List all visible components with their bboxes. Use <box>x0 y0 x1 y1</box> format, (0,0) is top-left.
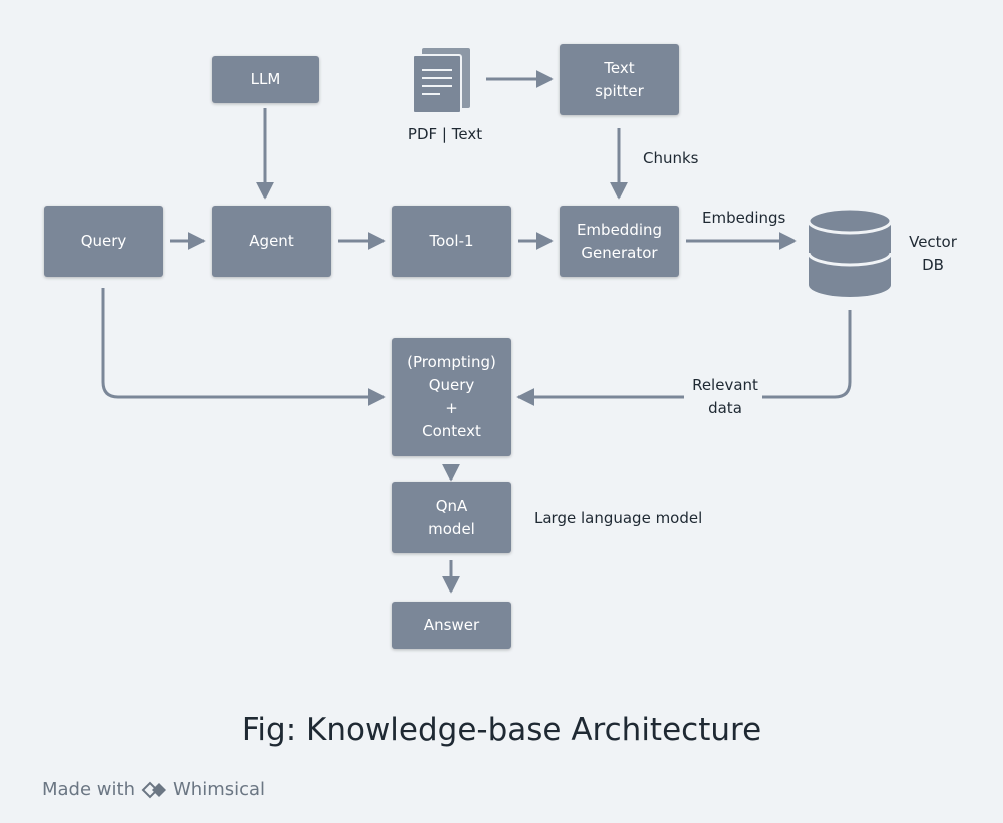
pdf-text-label: PDF | Text <box>407 125 483 143</box>
arrow-query-to-prompting <box>101 288 386 406</box>
qna-model-box: QnA model <box>392 482 511 553</box>
vector-db-label: Vector DB <box>909 233 957 274</box>
made-with-text: Made with <box>42 779 135 800</box>
agent-box: Agent <box>212 206 331 277</box>
whimsical-logo-icon <box>141 781 166 798</box>
made-with-footer: Made with Whimsical <box>42 779 265 800</box>
embedding-generator-box: Embedding Generator <box>560 206 679 277</box>
query-box: Query <box>44 206 163 277</box>
whimsical-brand: Whimsical <box>141 779 265 800</box>
relevant-data-label: Relevant data <box>692 376 758 417</box>
embeddings-label: Embedings <box>702 209 786 227</box>
text-splitter-box: Text spitter <box>560 44 679 115</box>
chunks-label: Chunks <box>643 149 699 167</box>
document-icon <box>412 48 470 114</box>
database-icon <box>807 207 893 297</box>
prompting-box: (Prompting) Query + Context <box>392 338 511 456</box>
arrow-vectordb-to-prompting <box>518 310 852 397</box>
answer-box: Answer <box>392 602 511 649</box>
whimsical-text: Whimsical <box>172 779 266 800</box>
llm-box: LLM <box>212 56 319 103</box>
large-language-model-label: Large language model <box>534 509 703 527</box>
tool1-box: Tool-1 <box>392 206 511 277</box>
figure-caption: Fig: Knowledge-base Architecture <box>241 712 762 748</box>
